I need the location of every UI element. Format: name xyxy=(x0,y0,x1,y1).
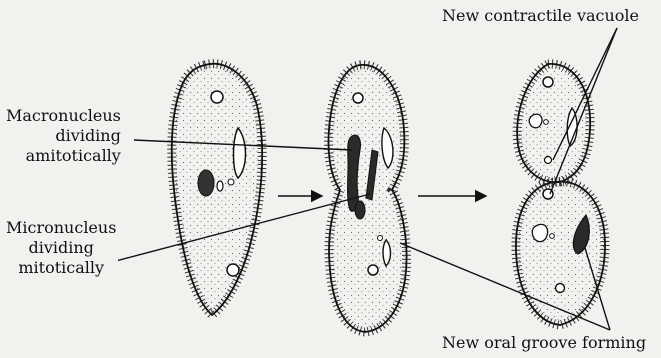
micronucleus-label: Micronucleus dividing mitotically xyxy=(4,218,118,278)
paramecium-parent-cell xyxy=(172,64,262,315)
lower-food-vacuole xyxy=(556,284,565,293)
parent-contractile-vacuole-top xyxy=(211,91,223,103)
dividing-oral-groove-bottom xyxy=(383,240,391,266)
paramecium-daughter-cells xyxy=(516,64,605,325)
micronucleus-label-line-3: mitotically xyxy=(6,258,116,278)
paramecium-dividing-cell xyxy=(328,65,406,332)
contractile-vacuole-label: New contractile vacuole xyxy=(440,6,641,26)
oral-groove-label-text: New oral groove forming xyxy=(442,333,646,352)
parent-contractile-vacuole-bottom xyxy=(227,264,239,276)
micronucleus-label-line-1: Micronucleus xyxy=(6,218,116,238)
macronucleus-label-line-2: dividing xyxy=(6,126,121,146)
upper-micronucleus xyxy=(544,120,549,125)
parent-food-vacuole xyxy=(228,179,234,185)
lower-macronucleus xyxy=(532,224,547,241)
macronucleus-label-line-1: Macronucleus xyxy=(6,106,121,126)
contractile-vacuole-label-text: New contractile vacuole xyxy=(442,6,639,25)
macronucleus-label-line-3: amitotically xyxy=(6,146,121,166)
daughter-lower-body xyxy=(516,182,605,325)
dividing-contractile-vacuole-bottom xyxy=(368,265,378,275)
parent-macronucleus xyxy=(198,170,214,196)
upper-contractile-vacuole xyxy=(543,77,553,87)
upper-food-vacuole xyxy=(545,157,552,164)
parent-micronucleus xyxy=(217,181,223,191)
macronucleus-label: Macronucleus dividing amitotically xyxy=(4,106,123,166)
dividing-food-vacuole xyxy=(378,236,383,241)
lower-micronucleus xyxy=(550,234,555,239)
upper-macronucleus xyxy=(529,114,542,128)
dividing-macronucleus-lower xyxy=(355,201,365,219)
oral-groove-label: New oral groove forming xyxy=(440,333,648,353)
micronucleus-label-line-2: dividing xyxy=(6,238,116,258)
dividing-contractile-vacuole-top xyxy=(353,93,363,103)
